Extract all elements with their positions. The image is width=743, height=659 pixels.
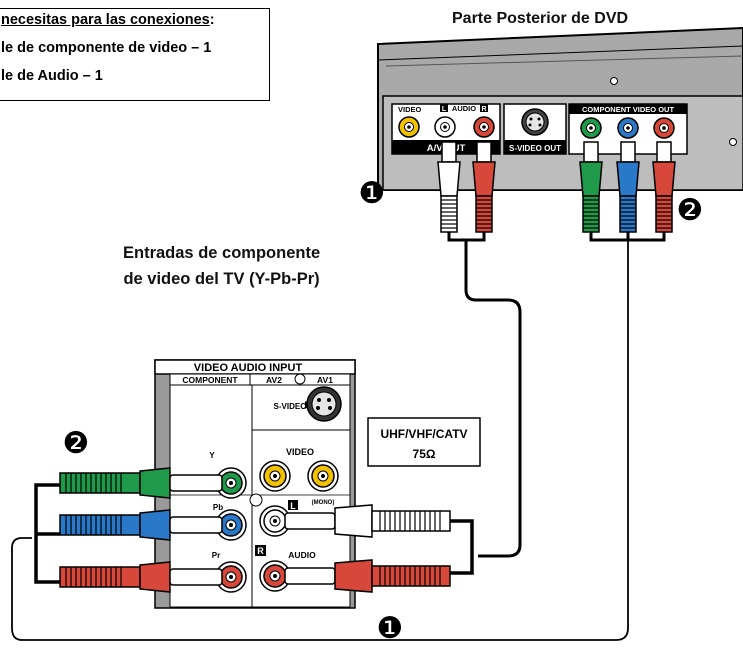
requirements-title-text: necesitas para las conexiones <box>1 12 210 28</box>
dvd-player: A/V OUT VIDEO L AUDIO R S-VIDEO OUT <box>377 26 743 191</box>
cables <box>11 232 666 641</box>
tv-video-av2-jack <box>259 460 291 492</box>
step-one-marker-dvd: ❶ <box>359 177 386 210</box>
dvd-component-out-label: COMPONENT VIDEO OUT <box>582 105 675 114</box>
screw-icon <box>610 77 618 85</box>
dvd-video-jack <box>398 116 420 138</box>
tv-mono-label: (MONO) <box>312 500 335 506</box>
antenna-label: UHF/VHF/CATV <box>380 427 467 441</box>
tv-pr-label: Pr <box>212 551 220 560</box>
tv-component-plug-blue <box>59 509 247 541</box>
dvd-pr-jack <box>653 117 675 139</box>
tv-caption-line1: Entradas de componente <box>123 244 321 262</box>
tv-component-label: COMPONENT <box>182 375 238 385</box>
tv-pb-label: Pb <box>213 503 223 512</box>
tv-audio-label: AUDIO <box>288 550 316 560</box>
screw-icon <box>729 138 737 146</box>
tv-audio-plug-red <box>259 559 451 593</box>
tv-l-label: L <box>290 501 296 511</box>
dvd-component-plugs <box>579 141 676 233</box>
dvd-svideo-out-label: S-VIDEO OUT <box>509 144 561 153</box>
tv-inputs-caption: Entradas de componente de video del TV (… <box>123 240 320 292</box>
screw-icon <box>249 493 263 507</box>
tv-svideo-jack <box>306 386 342 422</box>
antenna-input-box: UHF/VHF/CATV 75Ω <box>367 417 481 467</box>
dvd-y-jack <box>580 117 602 139</box>
step-one-marker-tv: ❶ <box>377 612 404 645</box>
tv-svideo-label: S-VIDEO <box>274 402 307 411</box>
tv-r-label: R <box>257 546 264 556</box>
tv-av2-label: AV2 <box>266 375 282 385</box>
audio-cable-join <box>447 232 486 242</box>
requirement-audio-cable: le de Audio – 1 <box>1 68 103 84</box>
antenna-impedance: 75Ω <box>413 447 436 461</box>
dvd-audio-plugs <box>437 141 496 233</box>
step-two-marker-tv: ❷ <box>63 427 90 460</box>
tv-video-label: VIDEO <box>286 447 314 457</box>
tv-audio-plug-white <box>259 504 451 538</box>
component-cable-return <box>11 537 629 641</box>
dvd-video-label: VIDEO <box>398 105 422 114</box>
dvd-audio-l-jack <box>434 116 456 138</box>
tv-component-cable-bracket <box>34 483 60 584</box>
tv-component-plug-green <box>59 467 247 499</box>
tv-av1-label: AV1 <box>317 375 333 385</box>
tv-caption-line2: de video del TV (Y-Pb-Pr) <box>123 270 320 288</box>
tv-audio-cable-bracket <box>450 519 474 575</box>
tv-video-av1-jack <box>307 460 339 492</box>
component-cable-join <box>589 232 666 242</box>
dvd-svideo-jack <box>521 108 549 136</box>
dvd-rear-caption: Parte Posterior de DVD <box>452 10 629 27</box>
step-two-marker-dvd: ❷ <box>677 194 704 227</box>
dvd-r-label: R <box>481 106 486 113</box>
dvd-audio-r-jack <box>473 116 495 138</box>
tv-y-label: Y <box>209 451 215 460</box>
tv-component-plug-red <box>59 561 247 593</box>
audio-cable <box>464 240 522 558</box>
requirements-box: necesitas para las conexiones: le de com… <box>0 8 270 101</box>
requirement-component-cable: le de componente de video – 1 <box>1 40 212 56</box>
dvd-pb-jack <box>617 117 639 139</box>
tv-header-label: VIDEO AUDIO INPUT <box>194 362 303 374</box>
dvd-l-label: L <box>442 106 447 113</box>
dvd-audio-label: AUDIO <box>452 104 476 113</box>
requirements-title-colon: : <box>209 12 215 28</box>
requirements-title: necesitas para las conexiones: <box>1 12 215 28</box>
